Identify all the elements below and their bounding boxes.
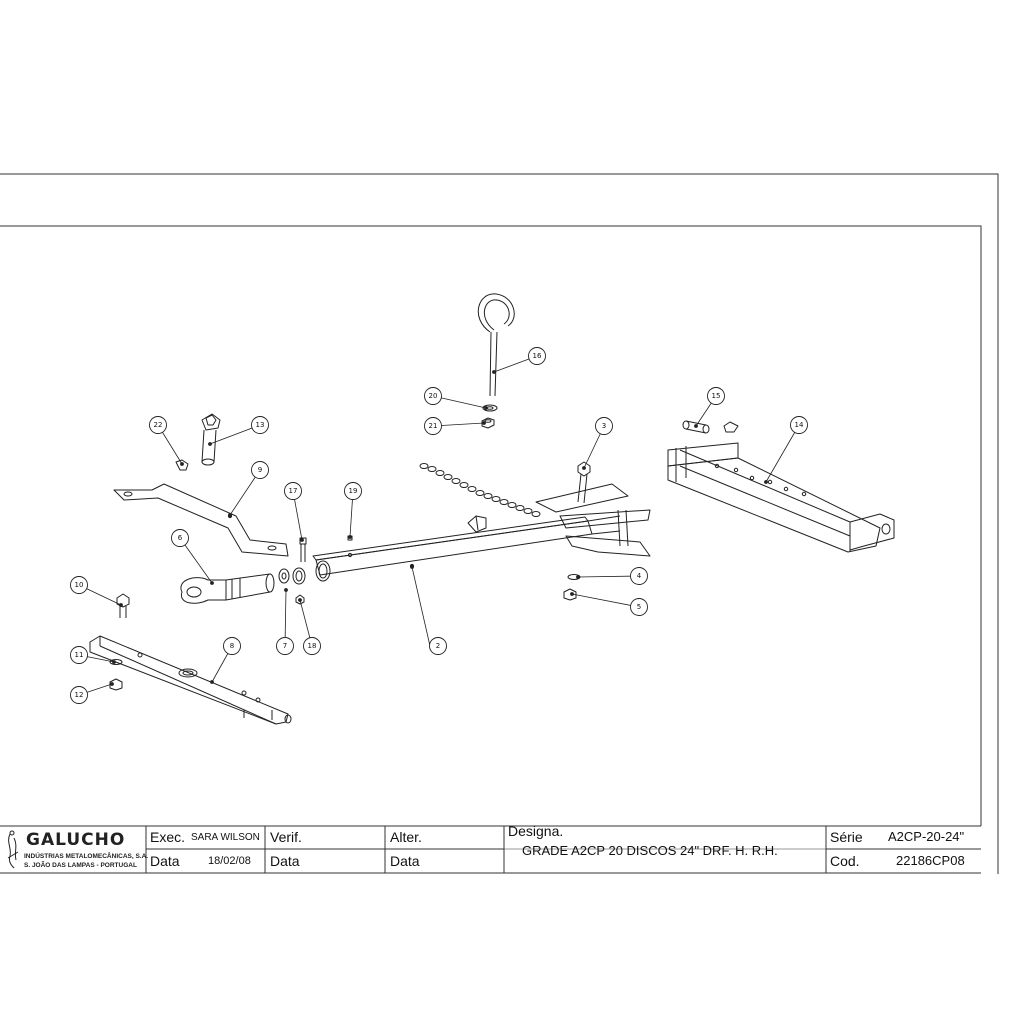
svg-text:10: 10 (75, 581, 84, 589)
callout-22: 22 (149, 416, 167, 434)
exec-value: SARA WILSON (191, 832, 260, 843)
callout-10: 10 (70, 576, 88, 594)
part-22-clip (175, 459, 189, 471)
part-15-pin (682, 420, 739, 434)
svg-text:6: 6 (178, 534, 183, 542)
svg-text:22: 22 (154, 421, 163, 429)
svg-text:21: 21 (429, 422, 438, 430)
svg-text:2: 2 (436, 642, 440, 650)
company-line-2: S. JOÃO DAS LAMPAS - PORTUGAL (24, 862, 137, 869)
company-line-1: INDÚSTRIAS METALOMECÂNICAS, S.A. (24, 853, 149, 860)
part-21-nut (481, 417, 495, 429)
callout-11: 11 (70, 646, 88, 664)
part-11-washer (109, 659, 123, 665)
alter-label: Alter. (390, 829, 422, 845)
svg-text:11: 11 (75, 651, 84, 659)
verif-label: Verif. (270, 829, 302, 845)
exec-date-label: Data (150, 853, 180, 869)
svg-text:15: 15 (712, 392, 721, 400)
svg-text:14: 14 (795, 421, 804, 429)
svg-text:3: 3 (602, 422, 606, 430)
part-17-bolt (299, 537, 307, 562)
callout-17: 17 (284, 482, 302, 500)
callout-21: 21 (424, 417, 442, 435)
svg-text:8: 8 (230, 642, 234, 650)
svg-text:13: 13 (256, 421, 265, 429)
part-14-beam (667, 442, 895, 553)
callout-18: 18 (303, 637, 321, 655)
part-2-drawbar (312, 483, 651, 582)
callout-4: 4 (630, 567, 648, 585)
callout-5: 5 (630, 598, 648, 616)
callout-6: 6 (171, 529, 189, 547)
part-3-bolt (577, 461, 591, 504)
part-18-nut (295, 594, 305, 605)
callout-15: 15 (707, 387, 725, 405)
svg-text:5: 5 (637, 603, 641, 611)
part-12-nut (109, 678, 123, 691)
callout-12: 12 (70, 686, 88, 704)
designa-label: Designa. (508, 823, 564, 839)
alter-date-label: Data (390, 853, 420, 869)
svg-text:17: 17 (289, 487, 298, 495)
svg-text:18: 18 (308, 642, 317, 650)
callout-2: 2 (429, 637, 447, 655)
part-7-washer (278, 567, 306, 585)
title-block-grid (145, 826, 981, 873)
svg-text:9: 9 (258, 466, 262, 474)
cod-value: 22186CP08 (896, 853, 965, 868)
cod-label: Cod. (830, 853, 860, 869)
callout-9: 9 (251, 461, 269, 479)
svg-text:12: 12 (75, 691, 84, 699)
part-10-bolt (116, 593, 130, 618)
callout-20: 20 (424, 387, 442, 405)
svg-text:7: 7 (283, 642, 287, 650)
verif-date-label: Data (270, 853, 300, 869)
company-logo-icon (7, 830, 19, 869)
part-6-hitch-eye (180, 573, 275, 604)
serie-value: A2CP-20-24" (888, 829, 965, 844)
designa-value: GRADE A2CP 20 DISCOS 24" DRF. H. R.H. (522, 843, 778, 858)
serie-label: Série (830, 829, 863, 845)
svg-text:19: 19 (349, 487, 358, 495)
sheet-border (0, 173, 999, 874)
callout-8: 8 (223, 637, 241, 655)
svg-text:4: 4 (637, 572, 642, 580)
svg-text:20: 20 (429, 392, 438, 400)
exec-date-value: 18/02/08 (208, 855, 251, 867)
exec-label: Exec. (150, 829, 186, 845)
part-13-pin (201, 413, 221, 466)
callouts: 2 3 4 5 6 7 8 9 10 11 12 13 14 15 16 17 … (70, 347, 808, 704)
safety-chain (419, 463, 541, 517)
callout-14: 14 (790, 416, 808, 434)
part-9-strap (113, 483, 289, 557)
callout-13: 13 (251, 416, 269, 434)
part-8-lower-bar (89, 635, 292, 725)
part-5-nut (563, 588, 577, 601)
part-16-pin (477, 293, 515, 397)
company-name: GALUCHO (26, 830, 126, 850)
callout-3: 3 (595, 417, 613, 435)
callout-7: 7 (276, 637, 294, 655)
callout-19: 19 (344, 482, 362, 500)
callout-16: 16 (528, 347, 546, 365)
svg-text:16: 16 (533, 352, 542, 360)
